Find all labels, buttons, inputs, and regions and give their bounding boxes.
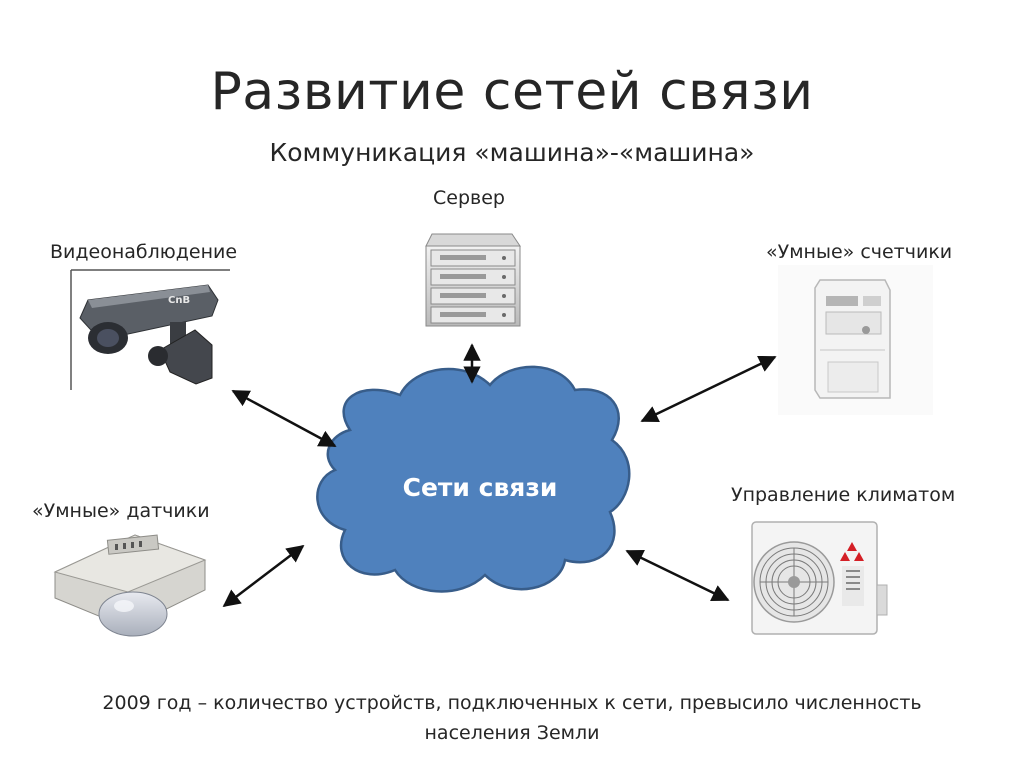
footer-note: 2009 год – количество устройств, подключ… (0, 688, 1024, 748)
electric-meter-icon (778, 265, 933, 415)
network-cloud-label: Сети связи (402, 473, 558, 502)
footer-line-2: населения Земли (424, 722, 600, 744)
arrow-sensors (222, 544, 305, 608)
arrow-video (231, 389, 337, 448)
cctv-camera-icon: CnB (70, 269, 230, 390)
server-label: Сервер (433, 187, 505, 209)
smart-meters-label: «Умные» счетчики (766, 241, 953, 263)
svg-text:CnB: CnB (168, 295, 190, 306)
arrow-climate (625, 549, 730, 602)
video-surveillance-label: Видеонаблюдение (50, 241, 238, 263)
climate-control-label: Управление климатом (731, 484, 956, 506)
air-conditioner-icon (751, 521, 888, 635)
arrow-meters (640, 355, 777, 423)
server-rack-icon (425, 233, 521, 327)
motion-sensor-icon (53, 534, 207, 637)
footer-line-1: 2009 год – количество устройств, подключ… (102, 692, 922, 714)
smart-sensors-label: «Умные» датчики (32, 500, 210, 522)
slide-subtitle: Коммуникация «машина»-«машина» (269, 138, 755, 167)
slide-title: Развитие сетей связи (210, 62, 814, 122)
